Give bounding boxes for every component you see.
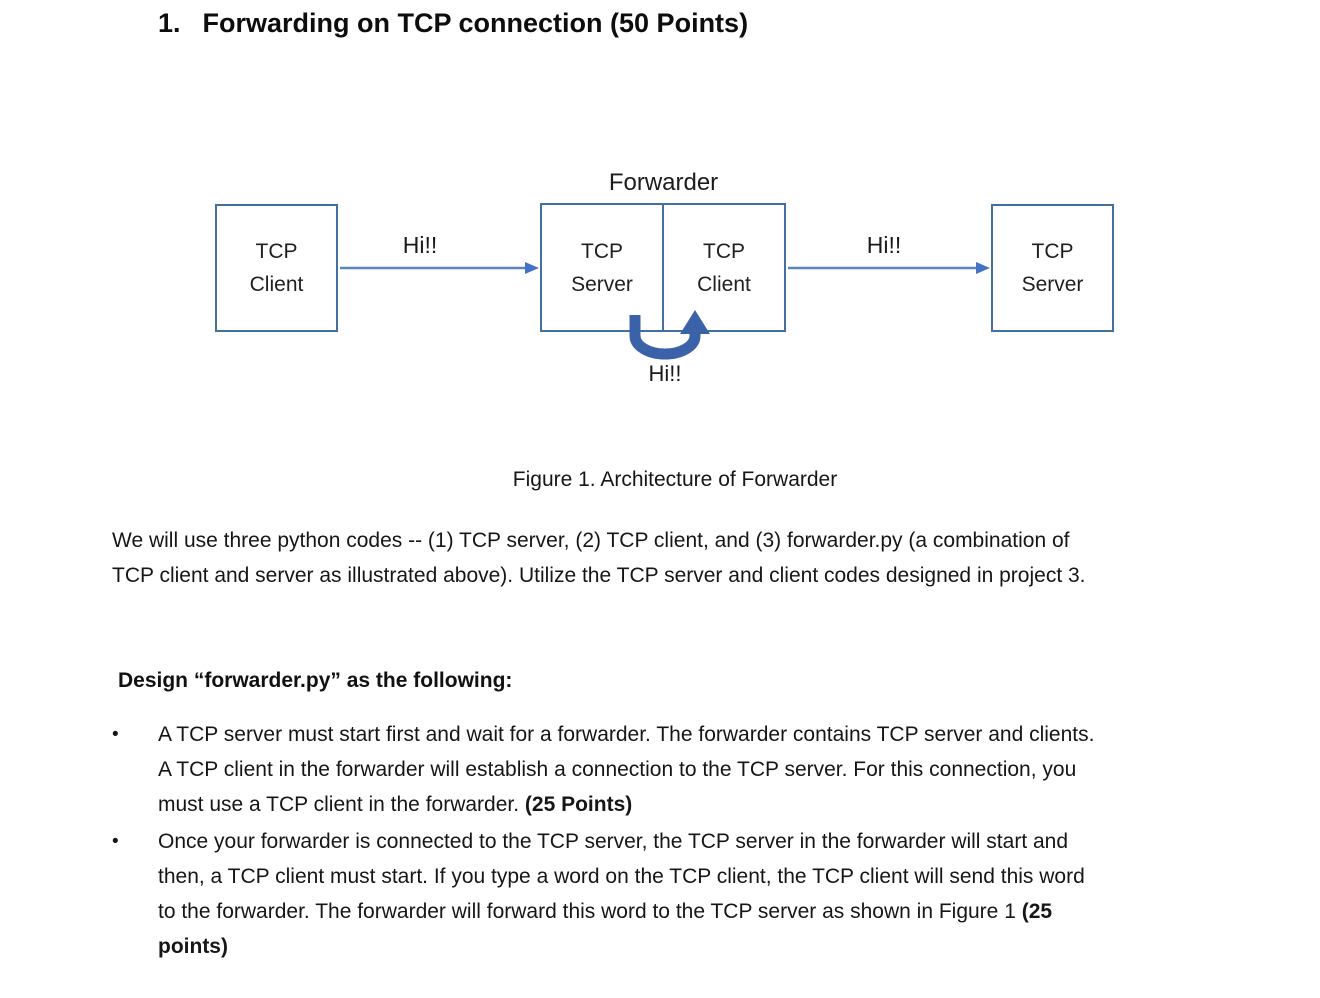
bullet-marker-icon: • xyxy=(112,724,119,745)
box-label-line: Client xyxy=(249,273,304,296)
box-label-line: Server xyxy=(1021,273,1084,296)
paragraph-line: We will use three python codes -- (1) TC… xyxy=(112,529,1070,552)
points-emphasis: points) xyxy=(158,935,228,958)
box-label-line: TCP xyxy=(255,240,298,263)
message-label-1: Hi!! xyxy=(402,232,438,258)
box-label-line: TCP xyxy=(703,239,745,263)
arrowhead-right-icon xyxy=(525,262,539,274)
tcp-client-box: TCP Client xyxy=(215,204,338,332)
bullet-text: Once your forwarder is connected to the … xyxy=(158,824,1085,964)
bullet-line-text: must use a TCP client in the forwarder. xyxy=(158,793,525,816)
bullet-line: to the forwarder. The forwarder will for… xyxy=(158,894,1085,929)
points-emphasis: (25 xyxy=(1021,900,1053,923)
section-heading: 1. Forwarding on TCP connection (50 Point… xyxy=(158,8,748,39)
points-emphasis: (25 Points) xyxy=(524,793,633,816)
tcp-server-box: TCP Server xyxy=(991,204,1114,332)
forwarder-label: Forwarder xyxy=(608,169,719,196)
bullet-marker-icon: • xyxy=(112,831,119,852)
design-heading: Design “forwarder.py” as the following: xyxy=(118,669,513,692)
bullet-line: A TCP client in the forwarder will estab… xyxy=(158,758,1077,781)
box-label-line: TCP xyxy=(1031,240,1074,263)
bullet-item-1: • A TCP server must start first and wait… xyxy=(112,717,1094,822)
section-title: Forwarding on TCP connection (50 Points) xyxy=(202,8,749,38)
paragraph-line: TCP client and server as illustrated abo… xyxy=(112,564,1086,587)
bullet-list: • A TCP server must start first and wait… xyxy=(112,717,1094,964)
box-label-line: TCP xyxy=(581,239,623,263)
bullet-line: Once your forwarder is connected to the … xyxy=(158,830,1069,853)
forwarder-tcp-client-box: TCP Client xyxy=(662,203,786,332)
box-label-line: Server xyxy=(571,272,633,296)
bullet-line: then, a TCP client must start. If you ty… xyxy=(158,865,1085,888)
message-label-2: Hi!! xyxy=(866,232,902,258)
section-number: 1. xyxy=(158,8,181,38)
bullet-line: A TCP server must start first and wait f… xyxy=(158,723,1095,746)
forwarder-tcp-server-box: TCP Server xyxy=(540,203,664,332)
bullet-line-text: to the forwarder. The forwarder will for… xyxy=(158,900,1022,923)
bullet-text: A TCP server must start first and wait f… xyxy=(158,717,1094,822)
bullet-line: must use a TCP client in the forwarder. … xyxy=(158,787,1094,822)
message-label-loop: Hi!! xyxy=(648,361,682,386)
bullet-item-2: • Once your forwarder is connected to th… xyxy=(112,824,1094,964)
intro-paragraph: We will use three python codes -- (1) TC… xyxy=(112,523,1086,593)
figure-caption: Figure 1. Architecture of Forwarder xyxy=(512,468,838,491)
arrowhead-right-icon xyxy=(976,262,990,274)
box-label-line: Client xyxy=(697,272,751,296)
forwarder-group: TCP Server TCP Client xyxy=(540,203,786,332)
